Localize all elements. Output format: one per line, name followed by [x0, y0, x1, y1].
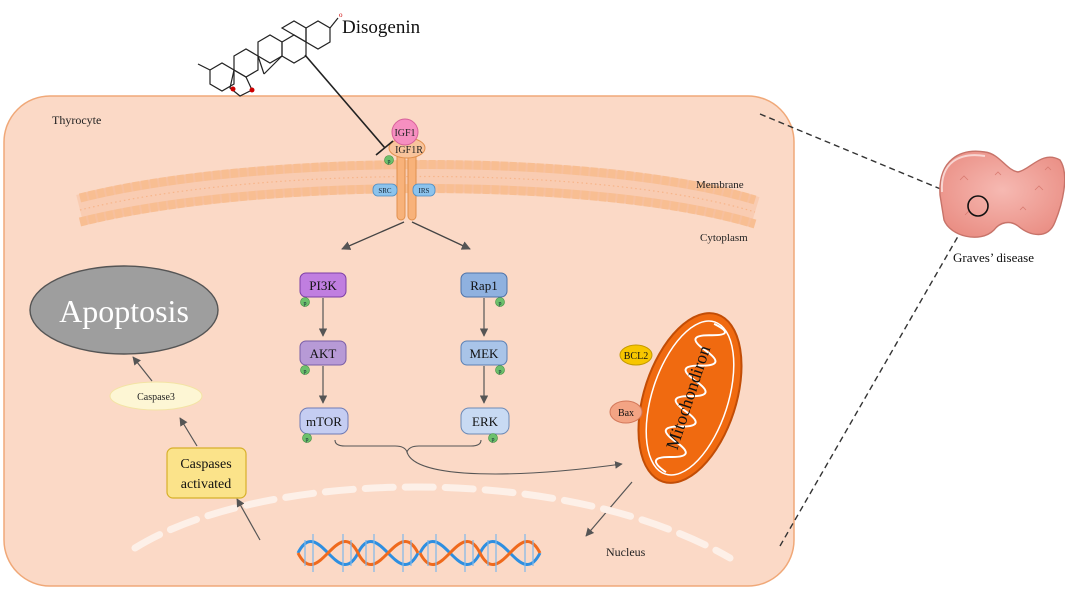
phospho-rap1 [495, 297, 505, 307]
arrow-to-rap1 [411, 221, 471, 250]
irs-label: IRS [419, 187, 430, 195]
oxygen-atom-icon [230, 86, 236, 92]
pi3k-node [299, 272, 347, 298]
disogenin-label: Disogenin [342, 17, 421, 38]
mek-node [460, 340, 508, 366]
rap1-label: Rap1 [470, 278, 497, 293]
svg-text:p: p [388, 159, 391, 165]
nuclear-envelope [131, 483, 734, 562]
hydroxyl-icon: o [339, 11, 343, 19]
arrow-to-mitochondrion [406, 451, 623, 475]
akt-node [299, 340, 347, 366]
membrane-label: Membrane [696, 179, 744, 191]
oxygen-atom-icon-2 [249, 87, 255, 93]
arrow-caspase3-apoptosis [132, 356, 153, 382]
thyrocyte-label: Thyrocyte [52, 113, 101, 127]
apoptosis-node [29, 265, 219, 355]
rap1-node [460, 272, 508, 298]
mitochondrion-organelle [637, 312, 743, 484]
bax-label: Bax [618, 408, 634, 419]
zoom-circle [967, 195, 989, 217]
inhibition-line [304, 54, 386, 149]
svg-text:p: p [304, 369, 307, 375]
phospho-mek [495, 365, 505, 375]
apoptosis-label: Apoptosis [59, 293, 189, 329]
nucleus-label: Nucleus [606, 545, 646, 559]
akt-label: AKT [310, 346, 337, 361]
inhibition-bar [375, 140, 394, 156]
svg-text:p: p [304, 301, 307, 307]
igf1r-label: IGF1R [395, 145, 423, 156]
cytoplasm-label: Cytoplasm [700, 232, 748, 244]
svg-text:p: p [499, 369, 502, 375]
svg-text:p: p [306, 437, 309, 443]
erk-node [460, 407, 510, 435]
phospho-pi3k [300, 297, 310, 307]
disogenin-structure-icon [197, 17, 339, 97]
caspase3-label: Caspase3 [137, 392, 175, 403]
svg-text:p: p [492, 437, 495, 443]
dna-helix-icon [296, 534, 542, 572]
zoom-line-top [759, 113, 973, 203]
thyroid-gland-icon [939, 150, 1065, 238]
graves-label: Graves’ disease [953, 250, 1034, 265]
phospho-akt [300, 365, 310, 375]
phospho-mtor [302, 433, 312, 443]
phospho-erk [488, 433, 498, 443]
mtor-label: mTOR [306, 414, 342, 429]
svg-text:p: p [499, 301, 502, 307]
arrow-caspases-caspase3 [179, 417, 198, 447]
bcl2-protein [619, 344, 653, 366]
caspase3-node [109, 381, 203, 411]
bax-protein [609, 400, 643, 424]
erk-label: ERK [472, 414, 499, 429]
caspases-activated-box [166, 447, 247, 499]
igf1-ligand [391, 118, 419, 146]
arrow-nucleus-caspases [236, 498, 261, 541]
src-label: SRC [378, 187, 392, 195]
mtor-node [299, 407, 349, 435]
mek-label: MEK [470, 346, 500, 361]
pi3k-label: PI3K [309, 278, 337, 293]
caspases-line1: Caspases [180, 457, 231, 472]
arrow-to-pi3k [341, 221, 405, 250]
src-protein [372, 183, 398, 197]
igf1-label: IGF1 [394, 128, 415, 139]
bcl2-label: BCL2 [624, 351, 648, 362]
zoom-line-bottom [779, 211, 973, 547]
caspases-line2: activated [181, 477, 232, 492]
phospho-igf1r [384, 155, 394, 165]
irs-protein [412, 183, 436, 197]
